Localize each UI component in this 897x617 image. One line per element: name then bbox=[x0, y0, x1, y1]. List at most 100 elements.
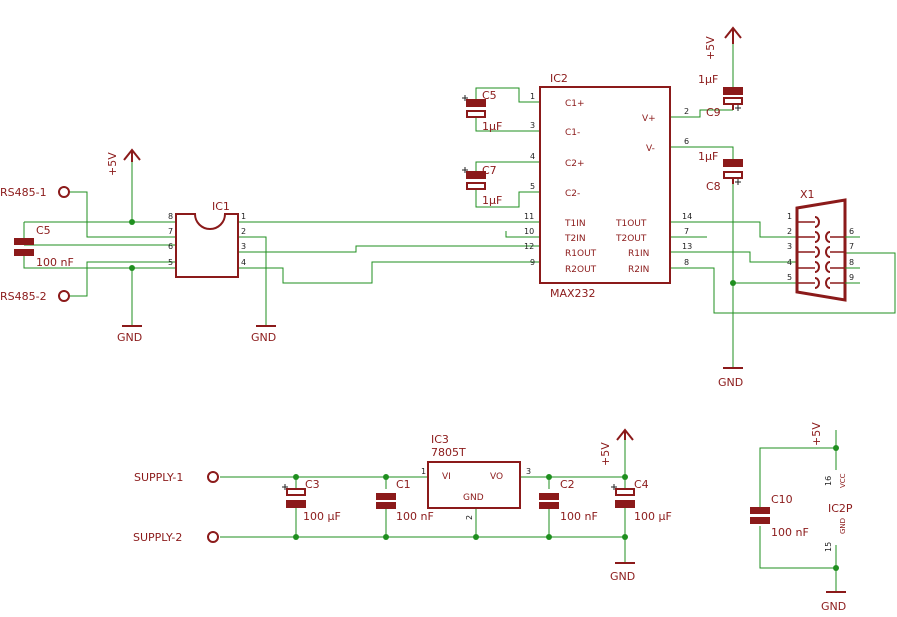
cap-name: C10 bbox=[771, 493, 793, 506]
ic2-pin-name: T1IN bbox=[564, 219, 586, 229]
x1-pin-9: 9 bbox=[849, 273, 854, 282]
ic3-body bbox=[427, 461, 521, 509]
cap-value: 100 nF bbox=[560, 510, 598, 523]
supply-2-pad bbox=[207, 531, 219, 543]
cap-value: 100 µF bbox=[634, 510, 672, 523]
cap-value: 100 nF bbox=[771, 526, 809, 539]
ic2p-name: IC2P bbox=[828, 502, 853, 515]
rs485-1-pad bbox=[58, 186, 70, 198]
vcc-label-ic1: +5V bbox=[106, 152, 119, 176]
cap-value: 1µF bbox=[698, 150, 718, 163]
ic1-pin-7: 7 bbox=[168, 227, 173, 236]
ic3-gnd: GND bbox=[463, 493, 484, 503]
ic1-pin-8: 8 bbox=[168, 212, 173, 221]
cap-value: 1µF bbox=[698, 73, 718, 86]
ic2p-vcc: VCC bbox=[839, 473, 847, 488]
ic2-pin-num: 5 bbox=[530, 182, 535, 191]
ic2-pin-num: 9 bbox=[530, 258, 535, 267]
cap-name: C5 bbox=[36, 224, 51, 237]
gnd-label-ic1-left: GND bbox=[117, 331, 142, 344]
ic2-pin-num: 8 bbox=[684, 258, 689, 267]
x1-pin-8: 8 bbox=[849, 258, 854, 267]
cap-name: C8 bbox=[706, 180, 721, 193]
ic3-part: 7805T bbox=[431, 446, 466, 459]
x1-stub-wires bbox=[845, 236, 860, 284]
x1-pin-4: 4 bbox=[787, 258, 792, 267]
ic2-pin-num: 6 bbox=[684, 137, 689, 146]
c5-top-plate-open bbox=[466, 110, 486, 118]
cap-name: C5 bbox=[482, 89, 497, 102]
ic2-pin-name: R2OUT bbox=[565, 265, 597, 275]
ic2-pin-num: 4 bbox=[530, 152, 535, 161]
ic2-pin-name: R2IN bbox=[628, 265, 649, 275]
vcc-arrow-c4 bbox=[616, 428, 634, 441]
x1-pin-3: 3 bbox=[787, 242, 792, 251]
cap-name: C4 bbox=[634, 478, 649, 491]
x1-pin-6: 6 bbox=[849, 227, 854, 236]
c5-top-plate bbox=[466, 99, 486, 107]
ic2-pin-name: C2+ bbox=[565, 159, 585, 169]
ic2-pin-num: 1 bbox=[530, 92, 535, 101]
gnd-label-x1: GND bbox=[718, 376, 743, 389]
ic1-pin-6: 6 bbox=[168, 242, 173, 251]
junctions bbox=[129, 219, 839, 571]
ic2-pin-num: 13 bbox=[682, 242, 692, 251]
port-label-supply-1: SUPPLY-1 bbox=[134, 471, 183, 484]
cap-name: C1 bbox=[396, 478, 411, 491]
capacitor-symbols bbox=[14, 87, 770, 524]
ic2-pin-name: R1OUT bbox=[565, 249, 597, 259]
power-symbols bbox=[122, 26, 846, 593]
ic2-pin-name: T2OUT bbox=[615, 234, 647, 244]
ic1-pin-5: 5 bbox=[168, 258, 173, 267]
ic3-pin-2: 2 bbox=[465, 515, 474, 520]
port-label-rs485-2: RS485-2 bbox=[0, 290, 47, 303]
vcc-label-ic2p: +5V bbox=[810, 422, 823, 446]
cap-name: C7 bbox=[482, 164, 497, 177]
ic2-pin-num: 14 bbox=[682, 212, 692, 221]
vcc-arrow-c9 bbox=[724, 26, 742, 44]
cap-value: 100 µF bbox=[303, 510, 341, 523]
x1-pin-1: 1 bbox=[787, 212, 792, 221]
ic2-name: IC2 bbox=[550, 72, 568, 85]
x1-pin-2: 2 bbox=[787, 227, 792, 236]
ic2-pin-name: R1IN bbox=[628, 249, 649, 259]
ic2-pin-name: C2- bbox=[565, 189, 580, 199]
cap-value: 100 nF bbox=[396, 510, 434, 523]
ic3-name: IC3 bbox=[431, 433, 449, 446]
port-label-rs485-1: RS485-1 bbox=[0, 186, 47, 199]
ic1-pin-4: 4 bbox=[241, 258, 246, 267]
ic1-pin-3: 3 bbox=[241, 242, 246, 251]
ic2-pin-num: 12 bbox=[524, 242, 534, 251]
ic3-pin-3: 3 bbox=[526, 467, 531, 476]
vcc-arrow-ic1 bbox=[123, 148, 141, 162]
port-label-supply-2: SUPPLY-2 bbox=[133, 531, 182, 544]
ic2-pin-name: V- bbox=[646, 144, 655, 154]
gnd-label-supply: GND bbox=[610, 570, 635, 583]
cap-name: C2 bbox=[560, 478, 575, 491]
ic2-pin-name: T1OUT bbox=[615, 219, 647, 229]
cap-name: C3 bbox=[305, 478, 320, 491]
x1-pin-5: 5 bbox=[787, 273, 792, 282]
gnd-label-ic1-right: GND bbox=[251, 331, 276, 344]
ic2-pin-num: 2 bbox=[684, 107, 689, 116]
ic3-pin-1: 1 bbox=[421, 467, 426, 476]
x1-name: X1 bbox=[800, 188, 815, 201]
x1-db9-connector bbox=[795, 198, 847, 302]
cap-value: 100 nF bbox=[36, 256, 74, 269]
ic2-pin-name: C1+ bbox=[565, 99, 585, 109]
ic3-vo: VO bbox=[490, 472, 503, 482]
polarity-marks bbox=[282, 95, 741, 490]
supply-1-pad bbox=[207, 471, 219, 483]
vcc-label-c4: +5V bbox=[599, 442, 612, 466]
ic3-vi: VI bbox=[442, 472, 451, 482]
port-connectors bbox=[58, 186, 219, 543]
rs485-2-pad bbox=[58, 290, 70, 302]
ic2-part: MAX232 bbox=[550, 287, 596, 300]
ic1-name: IC1 bbox=[212, 200, 230, 213]
wires bbox=[23, 44, 896, 592]
cap-value: 1µF bbox=[482, 120, 502, 133]
ic2-pin-name: V+ bbox=[642, 114, 656, 124]
ic2-body bbox=[539, 86, 671, 284]
ic2p-pin-16: 16 bbox=[824, 476, 833, 486]
